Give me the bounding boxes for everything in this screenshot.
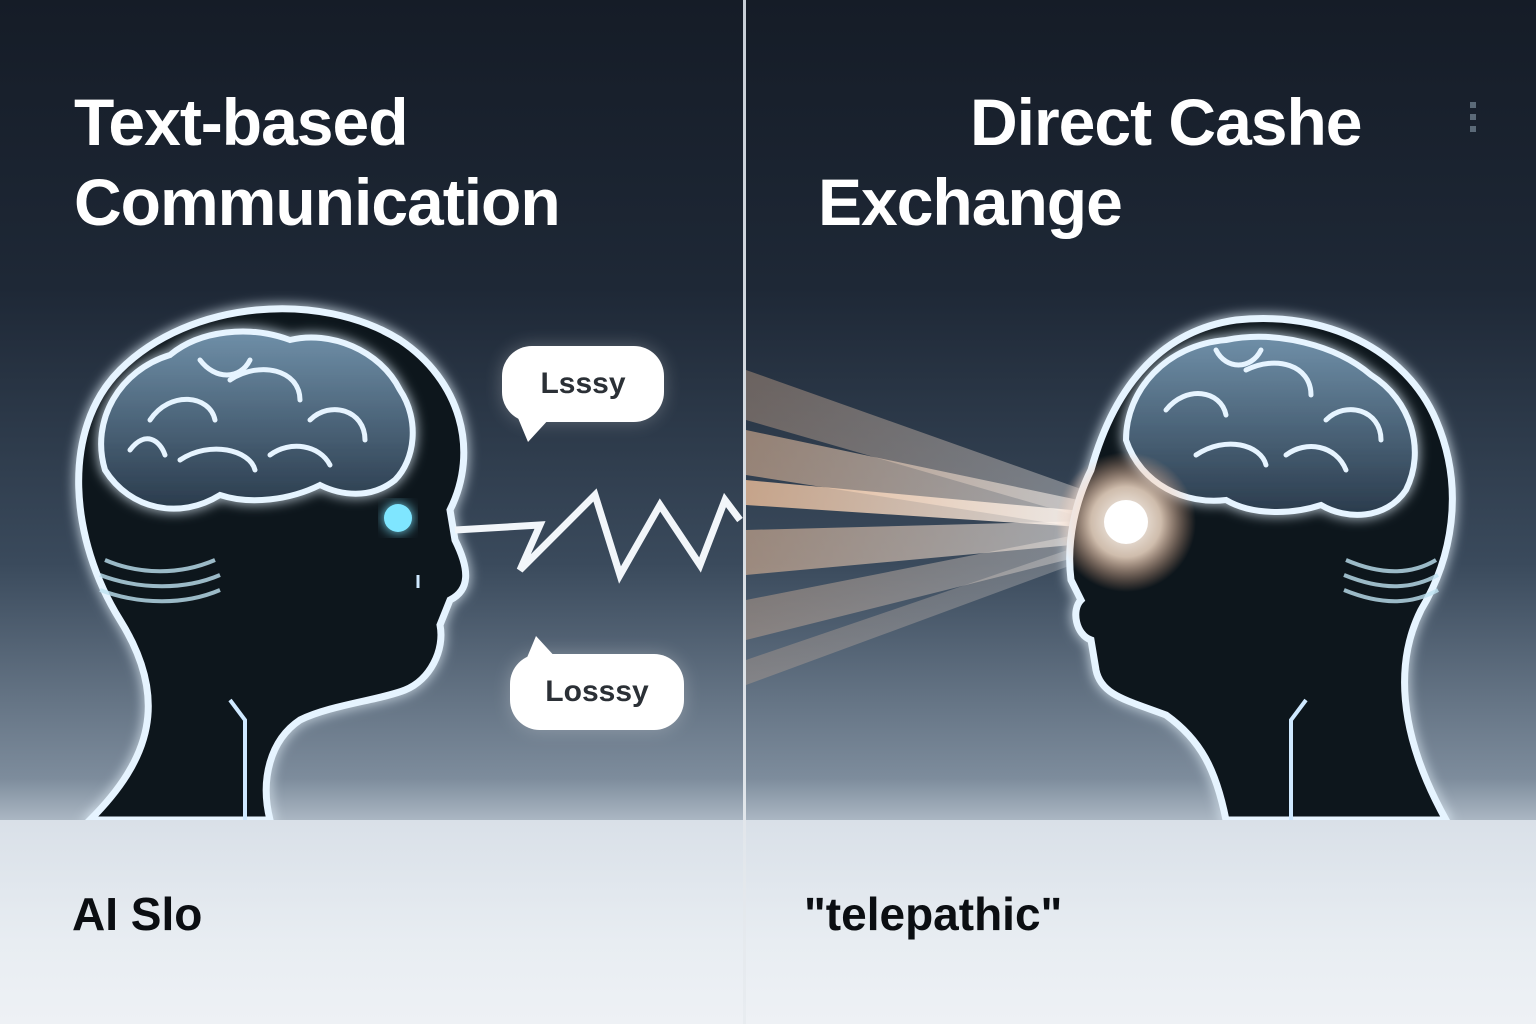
right-head-illustration <box>746 315 1456 824</box>
brain-folds <box>127 357 368 473</box>
panel-divider <box>743 0 746 1024</box>
right-title-line-2: Exchange <box>818 165 1123 239</box>
left-title-line-2: Communication <box>74 165 561 239</box>
left-panel: Text-based Communication Lsssy Losssy AI… <box>0 0 743 1024</box>
eye-dot <box>384 504 412 532</box>
brain-stem-bands <box>99 558 221 604</box>
left-footer-band <box>0 820 743 1024</box>
left-title-line-1: Text-based <box>74 85 409 159</box>
brain-folds <box>1163 347 1384 473</box>
right-panel: Direct Cashe Exchange "telepathic" <box>746 0 1536 1024</box>
right-caption: "telepathic" <box>804 888 1063 940</box>
speech-bubble-top-text: Lsssy <box>540 367 626 400</box>
brain-icon <box>1122 333 1418 518</box>
speech-bubble-bottom-text: Losssy <box>545 675 649 708</box>
speech-bubble-top: Lsssy <box>502 346 664 442</box>
right-footer-band <box>746 820 1536 1024</box>
brain-stem-bands <box>1343 558 1439 604</box>
decorative-dots <box>1470 96 1476 138</box>
lightning-zigzag-icon <box>454 488 743 584</box>
speech-bubble-tail <box>526 636 558 660</box>
light-beam-icon <box>746 370 1126 685</box>
speech-bubble-tail <box>518 418 550 442</box>
left-caption: AI Slo <box>72 888 203 940</box>
left-head-illustration <box>75 305 743 824</box>
left-title: Text-based Communication <box>74 82 561 242</box>
right-title-line-1: Direct Cashe <box>970 85 1363 159</box>
speech-bubble-bottom: Losssy <box>510 636 684 730</box>
brain-icon <box>98 328 416 512</box>
